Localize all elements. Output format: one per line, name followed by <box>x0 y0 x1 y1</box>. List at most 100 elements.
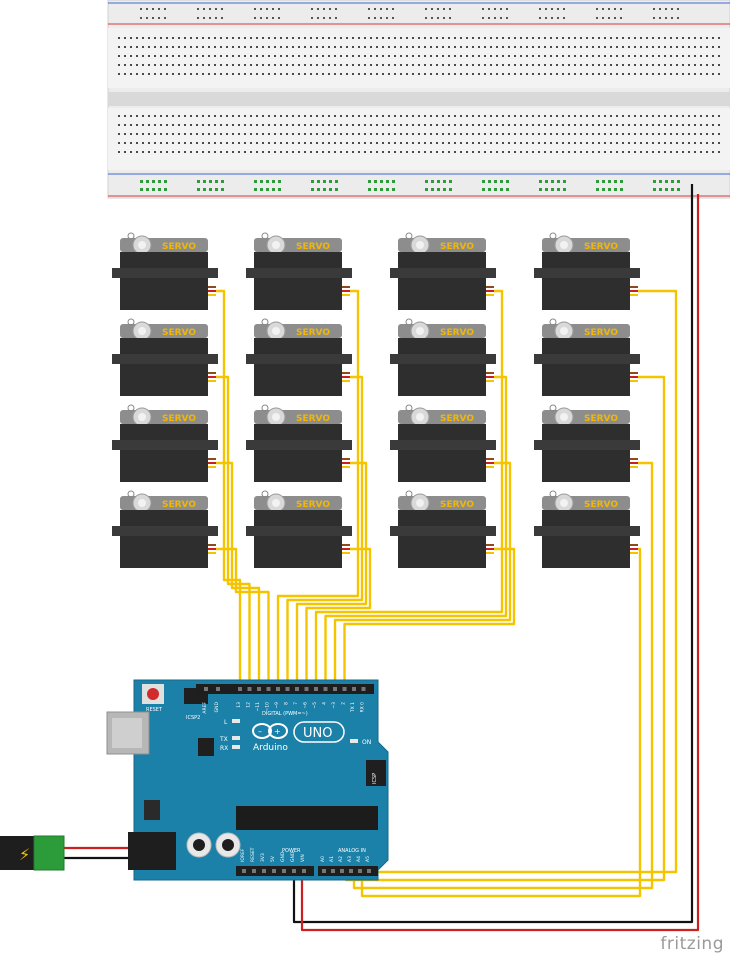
digital-pin <box>247 687 252 691</box>
gnd-pin-label: GND <box>214 701 220 712</box>
servo-label: SERVO <box>440 500 474 510</box>
uno-model-label: UNO <box>303 726 332 741</box>
digital-pin-label: ~5 <box>312 702 318 709</box>
digital-pin-label: TX 1 <box>350 702 356 713</box>
on-led <box>350 739 358 743</box>
servo-12: SERVO <box>534 404 640 482</box>
digital-pin <box>323 687 328 691</box>
servo-label: SERVO <box>584 328 618 338</box>
servo-label: SERVO <box>296 328 330 338</box>
barrel-jack <box>128 832 176 870</box>
servo-label: SERVO <box>296 500 330 510</box>
servo-grid: SERVO SERVO SERVO SERVO SERVO SERVO SERVO SERVO… <box>112 232 640 568</box>
digital-pin <box>238 687 242 691</box>
power-label: POWER <box>282 848 301 854</box>
servo-1: SERVO <box>112 232 218 310</box>
digital-pin <box>276 687 280 691</box>
digital-pin <box>285 687 290 691</box>
servo-14: SERVO <box>246 490 352 568</box>
status-leds: L TX RX <box>219 719 240 752</box>
analog-pin-label: A4 <box>356 856 362 862</box>
servo-9: SERVO <box>112 404 218 482</box>
on-label: ON <box>362 739 371 746</box>
reset-label: RESET <box>146 707 163 713</box>
fritzing-watermark: fritzing <box>660 934 724 954</box>
voltage-regulator <box>144 800 160 820</box>
usb-chip <box>198 738 214 756</box>
servo-5: SERVO <box>112 318 218 396</box>
power-pin-label: GND <box>280 851 286 862</box>
analog-pin-label: A1 <box>329 856 335 862</box>
analog-pin <box>358 869 362 873</box>
digital-pin <box>295 687 299 691</box>
power-pin <box>282 869 286 873</box>
servo-label: SERVO <box>162 242 196 252</box>
digital-pin-label: 7 <box>293 702 299 705</box>
power-pin <box>292 869 296 873</box>
servo-label: SERVO <box>162 414 196 424</box>
servo-16: SERVO <box>534 490 640 568</box>
svg-text:+: + <box>274 727 281 736</box>
analog-pin <box>331 869 335 873</box>
digital-pin <box>342 687 347 691</box>
digital-pin-label: ~6 <box>303 702 309 709</box>
servo-label: SERVO <box>162 500 196 510</box>
digital-pin-label: ~10 <box>265 702 271 712</box>
power-source: ⚡ <box>0 835 65 871</box>
servo-15: SERVO <box>390 490 496 568</box>
servo-label: SERVO <box>296 414 330 424</box>
digital-pin <box>304 687 309 691</box>
digital-pin-label: ~11 <box>255 702 261 712</box>
analog-pin-label: A5 <box>365 856 371 862</box>
power-pin <box>262 869 266 873</box>
digital-pin <box>361 687 366 691</box>
svg-text:–: – <box>258 727 262 736</box>
servo-label: SERVO <box>440 328 474 338</box>
digital-pin <box>352 687 356 691</box>
aref-pin-label: AREF <box>202 702 208 714</box>
digital-pin-label: ~9 <box>274 702 280 709</box>
servo-7: SERVO <box>390 318 496 396</box>
led-l-label: L <box>224 719 228 726</box>
servo-13: SERVO <box>112 490 218 568</box>
power-pin <box>242 869 246 873</box>
icsp2-label: ICSP2 <box>186 715 200 721</box>
power-pin-label: 5V <box>270 855 276 862</box>
digital-pin-label: 8 <box>284 702 290 705</box>
analog-pin <box>322 869 326 873</box>
digital-pin <box>257 687 261 691</box>
servo-label: SERVO <box>162 328 196 338</box>
servo-label: SERVO <box>584 414 618 424</box>
servo-3: SERVO <box>390 232 496 310</box>
battery-plug <box>0 836 36 870</box>
analog-pin-label: A0 <box>320 856 326 862</box>
digital-header-label: DIGITAL (PWM=~) <box>262 711 308 717</box>
icsp-label: ICSP <box>372 773 378 784</box>
power-pin <box>252 869 256 873</box>
analog-pin <box>349 869 353 873</box>
servo-label: SERVO <box>584 500 618 510</box>
arduino-uno-board: RESET ICSP2 L TX RX – + Arduino UNO ON <box>106 679 389 881</box>
digital-pin <box>333 687 337 691</box>
atmega-chip <box>236 806 378 830</box>
icsp-header: ICSP <box>366 760 386 786</box>
power-pin-label: RESET <box>250 847 256 862</box>
digital-pin-label: 13 <box>236 702 242 708</box>
led-rx-label: RX <box>220 745 228 752</box>
analog-pin-label: A2 <box>338 856 344 862</box>
servo-6: SERVO <box>246 318 352 396</box>
lightning-icon: ⚡ <box>19 845 30 864</box>
arduino-logo-text: Arduino <box>253 743 288 753</box>
digital-pin-label: 2 <box>341 702 347 705</box>
digital-pin <box>314 687 318 691</box>
analog-label: ANALOG IN <box>338 848 366 854</box>
servo-label: SERVO <box>440 242 474 252</box>
digital-pin-label: ~3 <box>331 702 337 709</box>
servo-label: SERVO <box>584 242 618 252</box>
power-pin-label: 3V3 <box>260 853 266 862</box>
servo-8: SERVO <box>534 318 640 396</box>
digital-pin-label: 12 <box>246 702 252 708</box>
